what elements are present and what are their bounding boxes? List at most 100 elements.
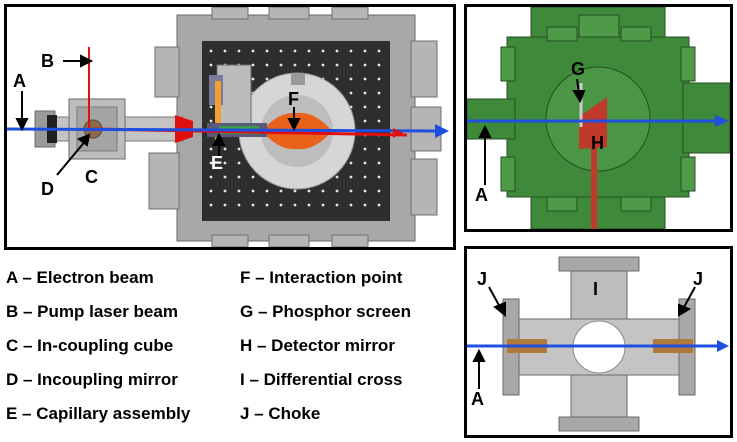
label-j-right: J [693, 269, 703, 289]
laser-arrowhead [393, 128, 403, 138]
breadboard-hole [321, 49, 325, 53]
breadboard-hole [335, 175, 339, 179]
breadboard-hole [349, 189, 353, 193]
breadboard-hole [251, 189, 255, 193]
breadboard-hole [279, 203, 283, 207]
breadboard-hole [349, 77, 353, 81]
top-flanges [211, 7, 369, 247]
breadboard-hole [265, 203, 269, 207]
breadboard-hole [349, 203, 353, 207]
legend-item-h: H – Detector mirror [240, 336, 395, 355]
breadboard-hole [209, 189, 213, 193]
breadboard-hole [237, 189, 241, 193]
breadboard-hole [293, 63, 297, 67]
breadboard-hole [209, 203, 213, 207]
legend-item-b: B – Pump laser beam [6, 302, 178, 321]
legend-item-f: F – Interaction point [240, 268, 403, 287]
breadboard-hole [209, 175, 213, 179]
label-c: C [85, 167, 98, 187]
breadboard-hole [265, 63, 269, 67]
right-ports [410, 40, 442, 216]
breadboard-hole [307, 63, 311, 67]
breadboard-hole [377, 91, 381, 95]
label-b: B [41, 51, 54, 71]
main-chamber-diagram: A B C D E F [7, 7, 449, 247]
breadboard-hole [223, 147, 227, 151]
breadboard-hole [209, 105, 213, 109]
main-chamber-panel: A B C D E F [4, 4, 456, 250]
breadboard-hole [279, 189, 283, 193]
label-a: A [13, 71, 26, 91]
label-h: H [591, 133, 604, 153]
breadboard-hole [237, 147, 241, 151]
label-a-right: A [475, 185, 488, 205]
detector-chamber-diagram: G H A [467, 7, 730, 229]
breadboard-hole [307, 49, 311, 53]
breadboard-hole [251, 63, 255, 67]
breadboard-hole [223, 175, 227, 179]
breadboard-hole [363, 105, 367, 109]
breadboard-hole [377, 63, 381, 67]
breadboard-hole [237, 49, 241, 53]
electron-beam-cross-arrowhead [717, 340, 729, 352]
breadboard-hole [223, 189, 227, 193]
breadboard-hole [363, 203, 367, 207]
breadboard-hole [377, 119, 381, 123]
breadboard-hole [321, 203, 325, 207]
breadboard-hole [349, 91, 353, 95]
breadboard-hole [363, 49, 367, 53]
breadboard-hole [237, 203, 241, 207]
breadboard-hole [307, 203, 311, 207]
breadboard-hole [363, 91, 367, 95]
electron-beam-right-arrowhead [715, 115, 729, 127]
legend-item-g: G – Phosphor screen [240, 302, 411, 321]
label-g: G [571, 59, 585, 79]
label-e: E [211, 153, 223, 173]
legend-item-i: I – Differential cross [240, 370, 403, 389]
breadboard-hole [377, 189, 381, 193]
pointer-arrows [15, 54, 301, 176]
breadboard-hole [293, 49, 297, 53]
detector-mirror [579, 97, 607, 149]
breadboard-hole [223, 49, 227, 53]
breadboard-hole [363, 119, 367, 123]
mirror-mount [591, 147, 597, 229]
legend: A – Electron beam B – Pump laser beam C … [6, 268, 446, 438]
breadboard-hole [349, 49, 353, 53]
green-flanges [500, 14, 696, 212]
detector-pointer-arrows [478, 78, 586, 185]
differential-cross-panel: I J J A [464, 246, 733, 438]
legend-item-c: C – In-coupling cube [6, 336, 174, 355]
detector-port [291, 73, 305, 85]
breadboard-hole [209, 63, 213, 67]
legend-item-d: D – Incoupling mirror [6, 370, 178, 389]
breadboard-hole [209, 161, 213, 165]
label-d: D [41, 179, 54, 199]
breadboard-hole [349, 175, 353, 179]
breadboard-hole [321, 63, 325, 67]
detector-chamber-panel: G H A [464, 4, 733, 232]
breadboard-hole [293, 203, 297, 207]
breadboard-hole [377, 161, 381, 165]
breadboard-hole [335, 63, 339, 67]
breadboard-hole [335, 77, 339, 81]
breadboard-hole [237, 161, 241, 165]
cross-pointer-arrows [472, 286, 696, 389]
label-j-left: J [477, 269, 487, 289]
breadboard-hole [335, 49, 339, 53]
breadboard-hole [279, 49, 283, 53]
breadboard-hole [377, 105, 381, 109]
legend-item-e: E – Capillary assembly [6, 404, 191, 423]
label-f: F [288, 89, 299, 109]
breadboard-hole [209, 49, 213, 53]
breadboard-hole [377, 49, 381, 53]
breadboard-hole [349, 161, 353, 165]
green-right-port [682, 82, 730, 154]
capillary-support [215, 81, 221, 141]
breadboard-hole [321, 189, 325, 193]
breadboard-hole [377, 175, 381, 179]
breadboard-hole [377, 77, 381, 81]
electron-beam-arrowhead [435, 124, 449, 138]
breadboard-hole [335, 189, 339, 193]
label-a-cross: A [471, 389, 484, 409]
